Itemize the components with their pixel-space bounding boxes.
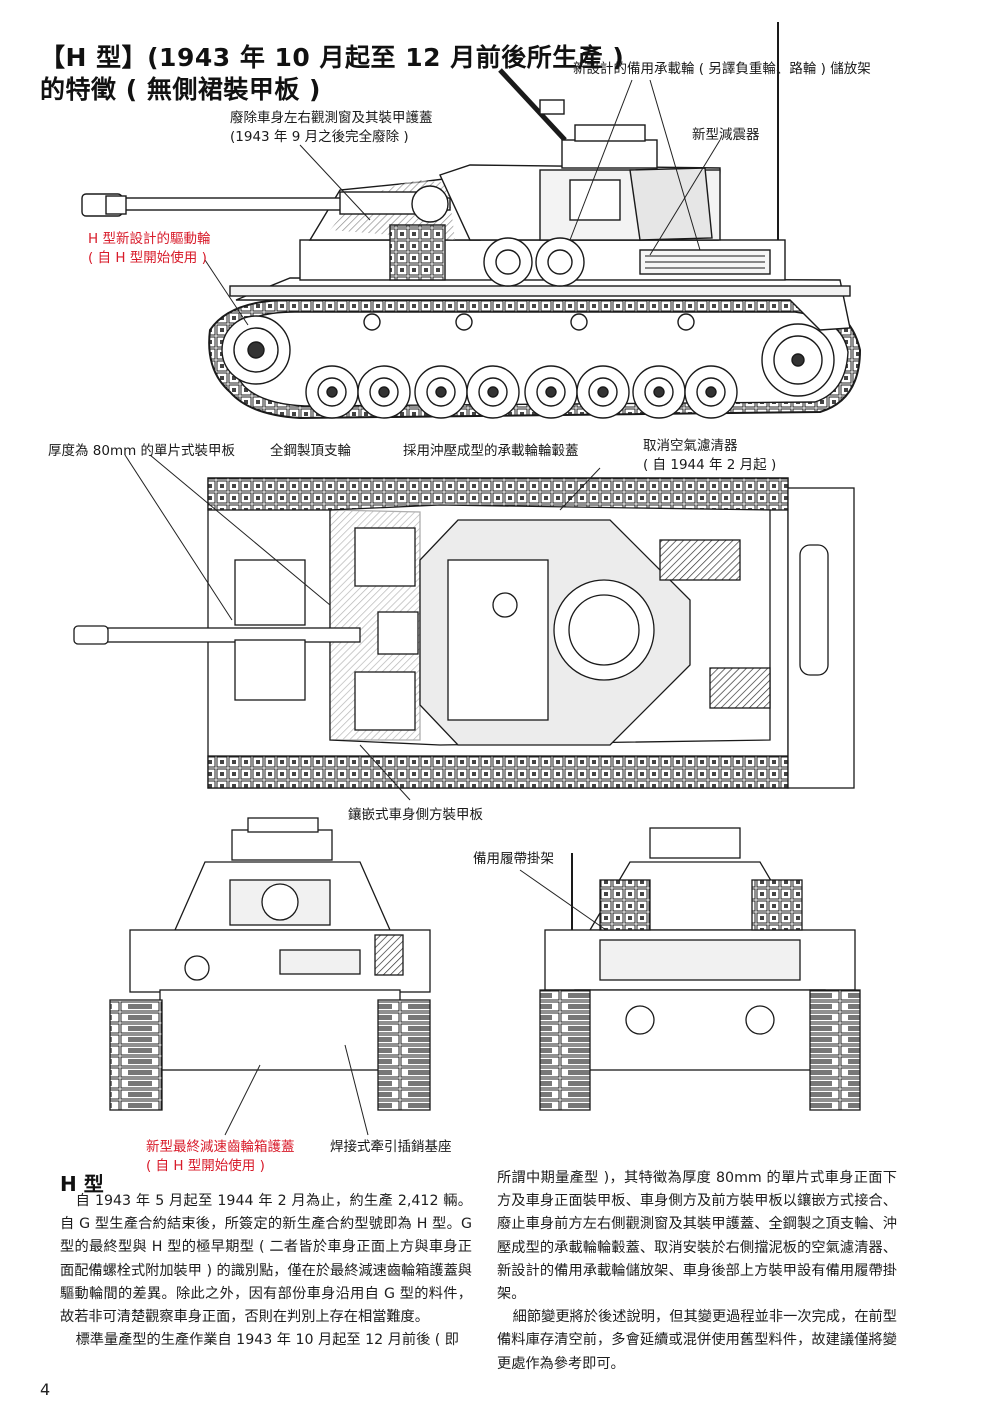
label-drive-wheel: H 型新設計的驅動輪 ( 自 H 型開始使用 ) xyxy=(88,231,211,266)
title-line-1: 【H 型】(1943 年 10 月起至 12 月前後所生產 ) xyxy=(40,43,625,72)
page-title: 【H 型】(1943 年 10 月起至 12 月前後所生產 ) 的特徵 ( 無側… xyxy=(40,42,624,106)
label-vision-port: 廢除車身左右觀測窗及其裝甲護蓋 (1943 年 9 月之後完全廢除 ) xyxy=(230,110,433,145)
page-number: 4 xyxy=(40,1380,51,1399)
paragraph: 細節變更將於後述說明，但其變更過程並非一次完成，在前型備料庫存清空前，多會延續或… xyxy=(497,1309,897,1372)
front-leader-lines xyxy=(224,1044,369,1136)
section-heading: H 型 xyxy=(60,1172,104,1196)
label-track-rack: 備用履帶掛架 xyxy=(473,851,554,867)
side-leader-lines xyxy=(204,79,721,326)
top-view xyxy=(73,477,855,789)
rear-view xyxy=(539,827,861,1111)
label-armor-80mm: 厚度為 80mm 的單片式裝甲板 xyxy=(48,443,236,459)
side-view xyxy=(81,22,862,420)
label-shock-absorber: 新型減震器 xyxy=(692,127,760,143)
label-final-drive-cover: 新型最終減速齒輪箱護蓋 ( 自 H 型開始使用 ) xyxy=(146,1139,295,1174)
title-line-2: 的特徵 ( 無側裙裝甲板 ) xyxy=(40,75,321,104)
paragraph: 所謂中期量產型 )，其特徵為厚度 80mm 的單片式車身正面下方及車身正面裝甲板… xyxy=(497,1170,897,1303)
label-inlaid-side-armor: 鑲嵌式車身側方裝甲板 xyxy=(348,807,483,823)
paragraph: 自 1943 年 5 月起至 1944 年 2 月為止，約生產 2,412 輛。… xyxy=(60,1193,472,1326)
label-steel-roller: 全鋼製頂支輪 xyxy=(270,443,351,459)
label-tow-pintle: 焊接式牽引插銷基座 xyxy=(330,1139,452,1155)
label-air-filter: 取消空氣濾清器 ( 自 1944 年 2 月起 ) xyxy=(643,438,777,473)
label-hub-cap: 採用沖壓成型的承載輪輪轂蓋 xyxy=(403,443,579,459)
left-column: 自 1943 年 5 月起至 1944 年 2 月為止，約生產 2,412 輛。… xyxy=(60,1190,472,1352)
rear-leader-lines xyxy=(519,869,607,931)
right-column: 所謂中期量產型 )，其特徵為厚度 80mm 的單片式車身正面下方及車身正面裝甲板… xyxy=(497,1167,897,1376)
paragraph: 標準量產型的生產作業自 1943 年 10 月起至 12 月前後 ( 即 xyxy=(75,1332,459,1349)
top-leader-lines xyxy=(124,454,601,801)
front-view xyxy=(109,817,431,1111)
label-spare-wheel-rack: 新設計的備用承載輪 ( 另譯負重輪、路輪 ) 儲放架 xyxy=(573,61,871,77)
